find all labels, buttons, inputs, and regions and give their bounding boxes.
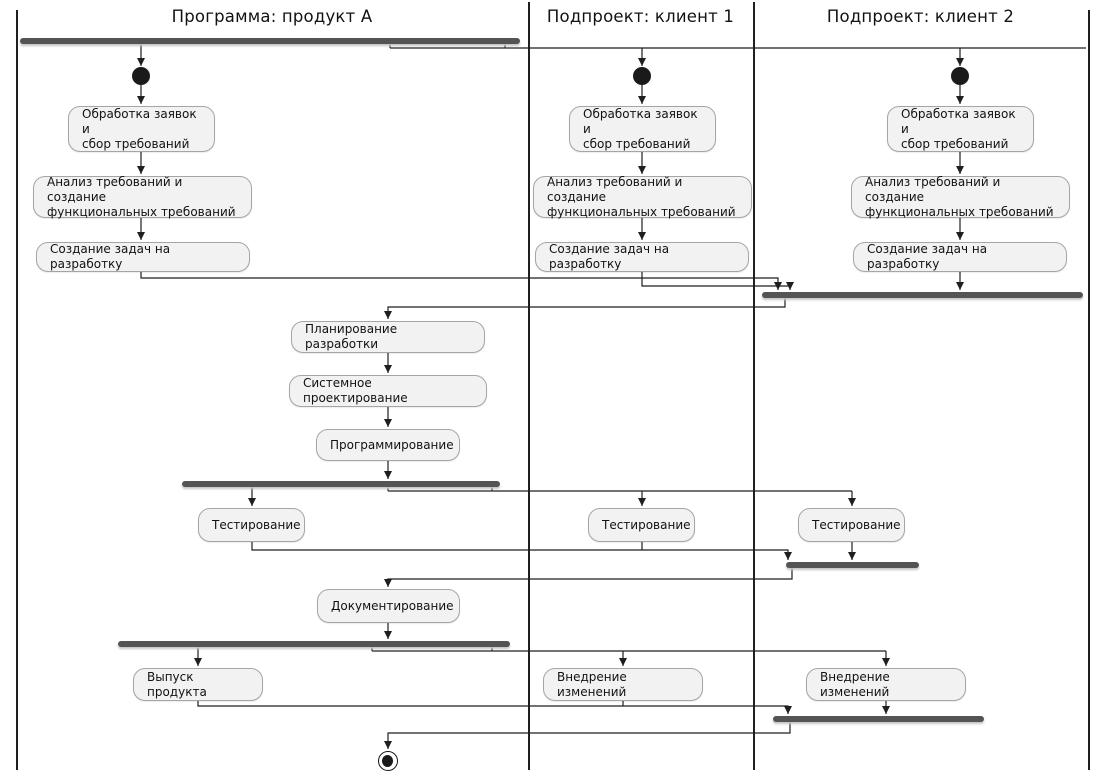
activity-analysis-client2: Анализ требований и создание функциональ…: [851, 175, 1070, 219]
lane-border-left: [16, 10, 18, 770]
lane-border-program-client1: [528, 2, 530, 770]
activity-create-tasks-client1: Создание задач на разработку: [535, 242, 749, 272]
activity-analysis-client1: Анализ требований и создание функциональ…: [533, 175, 752, 219]
activity-documentation: Документирование: [317, 589, 460, 623]
join-bar-testing: [786, 562, 919, 568]
activity-testing-client2: Тестирование: [798, 508, 905, 542]
activity-create-tasks-client2: Создание задач на разработку: [853, 242, 1067, 272]
fork-bar-testing: [182, 481, 500, 487]
activity-create-tasks-program: Создание задач на разработку: [36, 242, 250, 272]
lane-title-client2: Подпроект: клиент 2: [826, 7, 1015, 26]
activity-intake-program: Обработка заявок и сбор требований: [68, 106, 215, 152]
end-node: [378, 751, 398, 771]
activity-product-release: Выпуск продукта: [133, 668, 263, 701]
join-bar-tasks: [762, 292, 1083, 298]
activity-planning: Планирование разработки: [291, 321, 485, 353]
start-node-client2: [951, 67, 969, 85]
lane-border-right: [1088, 10, 1090, 770]
fork-bar-top: [20, 38, 520, 44]
lane-title-program: Программа: продукт А: [171, 7, 373, 26]
activity-analysis-program: Анализ требований и создание функциональ…: [33, 175, 252, 219]
start-node-client1: [633, 67, 651, 85]
activity-system-design: Системное проектирование: [289, 375, 487, 407]
activity-testing-client1: Тестирование: [588, 508, 695, 542]
fork-bar-release: [118, 641, 510, 647]
activity-deploy-changes-client1: Внедрение изменений: [543, 668, 703, 701]
start-node-program: [132, 67, 150, 85]
lane-title-client1: Подпроект: клиент 1: [546, 7, 735, 26]
arrowheads: [137, 58, 964, 749]
activity-testing-program: Тестирование: [198, 508, 305, 542]
activity-programming: Программирование: [316, 429, 460, 461]
activity-deploy-changes-client2: Внедрение изменений: [806, 668, 966, 701]
lane-border-client1-client2: [753, 2, 755, 770]
activity-intake-client1: Обработка заявок и сбор требований: [569, 106, 716, 152]
join-bar-final: [773, 716, 984, 722]
activity-intake-client2: Обработка заявок и сбор требований: [887, 106, 1034, 152]
